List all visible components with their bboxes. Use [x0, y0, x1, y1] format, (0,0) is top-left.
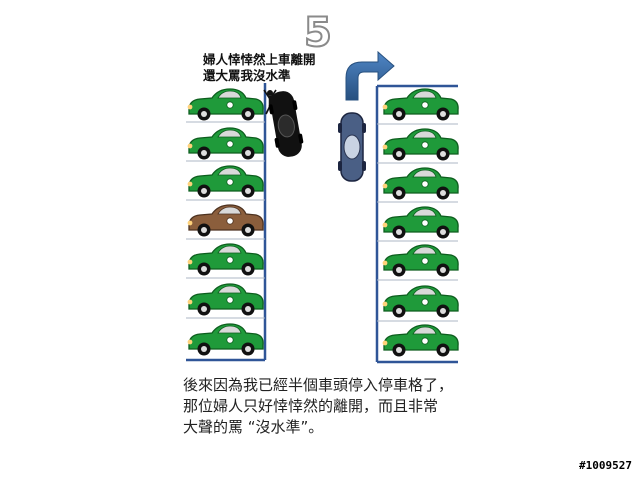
caption-line-1: 後來因為我已經半個車頭停入停車格了， [183, 376, 454, 394]
story-caption: 後來因為我已經半個車頭停入停車格了， 那位婦人只好悻悻然的離開，而且非常 大聲的… [183, 375, 453, 438]
left-parking-lot [186, 83, 267, 362]
black-car-leaving [268, 91, 304, 157]
right-stall-dividers [377, 123, 458, 322]
green-parked-car [187, 165, 264, 198]
right-parking-lot [375, 84, 459, 364]
green-parked-car [187, 243, 264, 276]
caption-line-3: 大聲的罵 “沒水準”。 [183, 418, 324, 436]
green-parked-car [382, 244, 459, 277]
blue-car-entering [338, 112, 366, 182]
caption-line-2: 那位婦人只好悻悻然的離開，而且非常 [183, 397, 439, 415]
turn-arrow-icon [345, 50, 395, 101]
green-parked-car [382, 128, 459, 161]
green-parked-car [382, 206, 459, 239]
callout-line-2: 還大罵我沒水準 [203, 68, 291, 83]
step-number: 5 [303, 9, 333, 57]
green-parked-car [382, 324, 459, 357]
green-parked-car [187, 88, 264, 121]
brown-parked-car [187, 204, 264, 237]
callout-line-1: 婦人悻悻然上車離開 [203, 52, 316, 67]
green-parked-car [187, 283, 264, 316]
watermark: #1009527 [579, 459, 632, 472]
green-parked-car [382, 167, 459, 200]
right-parked-cars [382, 88, 459, 357]
speech-callout: 婦人悻悻然上車離開 還大罵我沒水準 [203, 52, 316, 84]
green-parked-car [187, 127, 264, 160]
green-parked-car [187, 323, 264, 356]
left-parked-cars [187, 88, 264, 356]
left-stall-dividers [186, 121, 265, 319]
green-parked-car [382, 88, 459, 121]
green-parked-car [382, 285, 459, 318]
